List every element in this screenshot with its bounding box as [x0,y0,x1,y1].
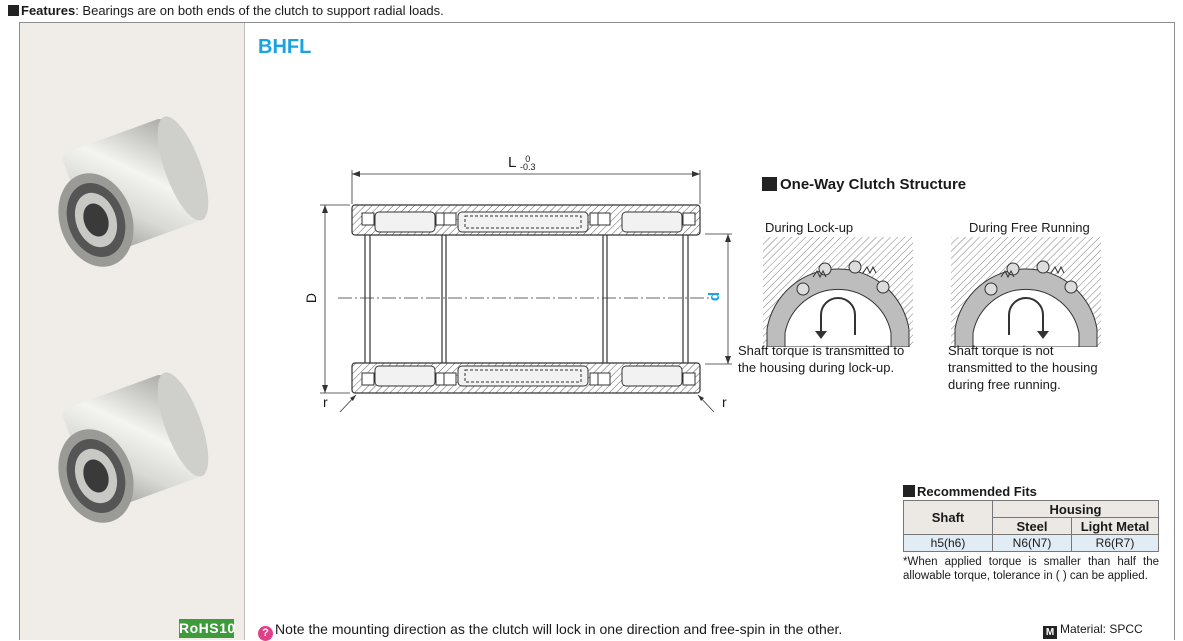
length-label-group: L 0 -0.3 [508,154,536,172]
rohs-badge: RoHS10 [179,619,236,638]
length-tol-upper: 0 [525,154,531,164]
features-label: Features [21,3,76,18]
features-text: : Bearings are on both ends of the clutc… [75,3,444,18]
fits-table: Shaft Housing Steel Light Metal h5(h6) N… [903,500,1159,552]
lockup-clutch-diagram [763,237,913,347]
lockup-description: Shaft torque is transmitted to the housi… [738,343,905,375]
radius-right-label: r [722,394,727,410]
product-title: BHFL [258,36,312,58]
shaft-header: Shaft [903,500,993,535]
free-running-caption: During Free Running [969,220,1090,235]
material-text: Material: SPCC [1060,622,1143,636]
structure-title-text: One-Way Clutch Structure [780,176,967,193]
light-metal-value: R6(R7) [1071,534,1159,552]
shaft-value: h5(h6) [903,534,993,552]
fits-title-text: Recommended Fits [917,484,1037,499]
outer-dia-label: D [303,292,320,304]
square-bullet-icon [8,5,19,16]
clutch-photo-1 [58,116,209,267]
structure-title: One-Way Clutch Structure [762,176,966,193]
steel-value: N6(N7) [992,534,1072,552]
length-label: L [508,154,516,171]
length-tol-lower: -0.3 [519,162,536,172]
product-photo-panel [20,23,245,640]
features-line: Features: Bearings are on both ends of t… [8,2,444,19]
radius-left-label: r [323,394,328,410]
square-bullet-icon [762,177,777,191]
mounting-note-text: Note the mounting direction as the clutc… [275,621,843,637]
clutch-photo-2 [58,372,209,523]
square-bullet-icon [903,485,915,497]
lockup-caption: During Lock-up [765,220,854,235]
question-icon: ? [258,626,273,641]
light-metal-header: Light Metal [1071,517,1159,535]
free-running-description: Shaft torque is not transmitted to the h… [948,343,1098,392]
housing-header: Housing [992,500,1159,518]
fits-title: Recommended Fits [903,484,1037,499]
material-icon: M [1043,626,1057,639]
cross-section-drawing [320,170,732,413]
inner-dia-label: d [706,291,724,302]
free-running-clutch-diagram [951,237,1101,347]
mounting-note: ?Note the mounting direction as the clut… [258,619,842,641]
fits-note: *When applied torque is smaller than hal… [903,556,1159,582]
content-frame [19,22,1175,640]
steel-header: Steel [992,517,1072,535]
